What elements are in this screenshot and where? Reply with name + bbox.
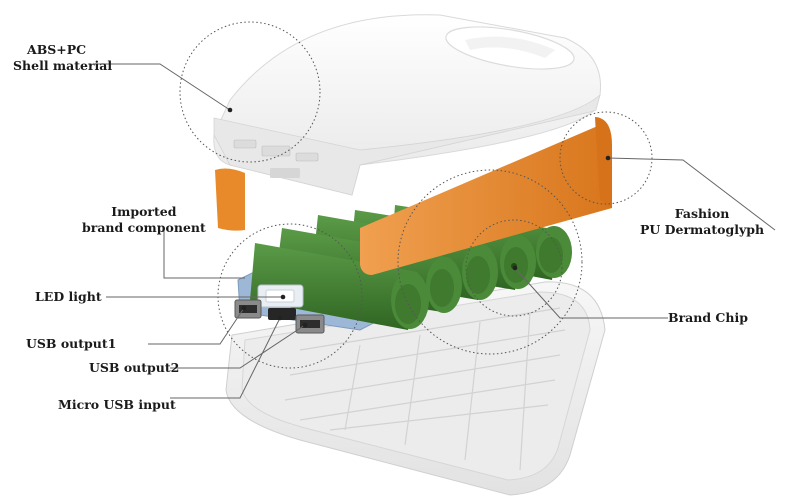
leader-shell xyxy=(95,63,231,111)
label-fashion-line2: PU Dermatoglyph xyxy=(640,222,765,237)
leader-component xyxy=(163,228,245,279)
callout-circle-chip xyxy=(397,169,583,355)
leader-lines xyxy=(95,63,776,399)
leader-dot xyxy=(227,107,233,113)
label-led-light: LED light xyxy=(35,289,102,304)
callout-circle-shell xyxy=(179,21,321,163)
bottom-tray xyxy=(225,281,606,496)
leader-fashion xyxy=(607,157,776,231)
callout-circle-fashion xyxy=(559,111,653,205)
leader-usb1 xyxy=(148,307,245,345)
label-shell-material: ABS+PC Shell material xyxy=(13,42,112,74)
label-fashion-line1: Fashion xyxy=(674,206,730,221)
label-fashion-pu: Fashion PU Dermatoglyph xyxy=(640,206,764,238)
pu-band xyxy=(215,117,612,275)
leader-dot xyxy=(241,305,247,311)
label-component-line2: brand component xyxy=(82,220,206,235)
label-shell-line2: Shell material xyxy=(13,58,113,73)
label-usb-output1: USB output1 xyxy=(26,336,117,351)
label-component-line1: Imported xyxy=(111,204,177,219)
leader-dot xyxy=(512,265,518,271)
leader-dot xyxy=(277,315,283,321)
leader-micro xyxy=(170,317,281,399)
port-cluster xyxy=(234,284,325,334)
label-micro-usb-input: Micro USB input xyxy=(58,397,176,412)
leader-dot xyxy=(605,155,611,161)
leader-dot xyxy=(280,294,286,300)
callout-circle-chip-inner xyxy=(465,219,563,317)
label-brand-chip: Brand Chip xyxy=(668,310,748,325)
leader-chip xyxy=(514,267,668,319)
label-imported-component: Imported brand component xyxy=(82,204,206,236)
callout-circle-component xyxy=(217,223,363,369)
label-shell-line1: ABS+PC xyxy=(27,42,87,57)
label-usb-output2: USB output2 xyxy=(89,360,180,375)
top-shell xyxy=(213,14,602,196)
leader-usb2 xyxy=(170,324,306,369)
leader-dot xyxy=(302,322,308,328)
